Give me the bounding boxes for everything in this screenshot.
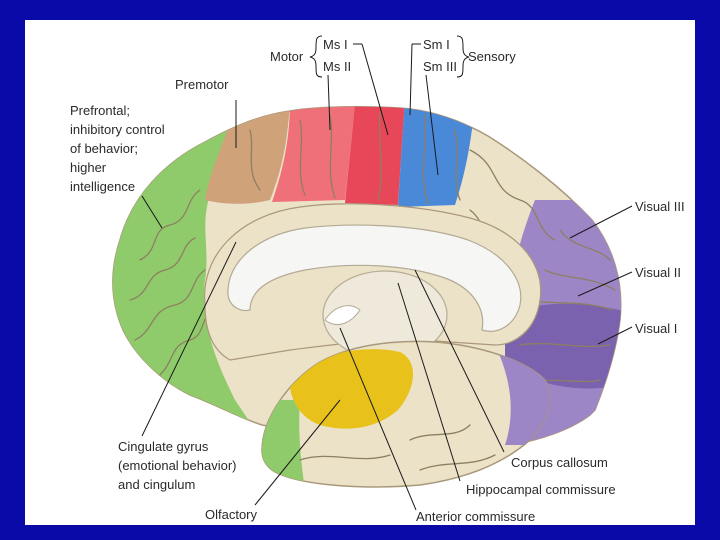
label-prefrontal-2: inhibitory control bbox=[70, 122, 165, 137]
label-visual-1: Visual I bbox=[635, 321, 677, 336]
anterior-commissure-structure bbox=[324, 305, 361, 325]
label-sensory: Sensory bbox=[468, 49, 516, 64]
label-sm1: Sm I bbox=[423, 37, 450, 52]
label-motor: Motor bbox=[270, 49, 304, 64]
label-corpus-callosum: Corpus callosum bbox=[511, 455, 608, 470]
premotor-region bbox=[205, 106, 290, 204]
label-sm3: Sm III bbox=[423, 59, 457, 74]
leader-lines bbox=[141, 35, 633, 511]
label-cingulate-2: (emotional behavior) bbox=[118, 458, 237, 473]
olfactory-region bbox=[289, 349, 413, 429]
label-prefrontal-3: of behavior; bbox=[70, 141, 138, 156]
motor-region bbox=[272, 106, 355, 202]
label-olfactory: Olfactory bbox=[205, 507, 258, 522]
motor-primary-region bbox=[345, 106, 405, 205]
label-visual-2: Visual II bbox=[635, 265, 681, 280]
label-prefrontal-5: intelligence bbox=[70, 179, 135, 194]
label-premotor: Premotor bbox=[175, 77, 229, 92]
label-ms2: Ms II bbox=[323, 59, 351, 74]
label-ms1: Ms I bbox=[323, 37, 348, 52]
label-prefrontal-1: Prefrontal; bbox=[70, 103, 130, 118]
label-visual-3: Visual III bbox=[635, 199, 685, 214]
label-hippocampal-commissure: Hippocampal commissure bbox=[466, 482, 616, 497]
corpus-callosum bbox=[227, 224, 522, 332]
label-prefrontal-4: higher bbox=[70, 160, 107, 175]
label-cingulate-3: and cingulum bbox=[118, 477, 195, 492]
label-cingulate-1: Cingulate gyrus bbox=[118, 439, 209, 454]
label-anterior-commissure: Anterior commissure bbox=[416, 509, 535, 524]
